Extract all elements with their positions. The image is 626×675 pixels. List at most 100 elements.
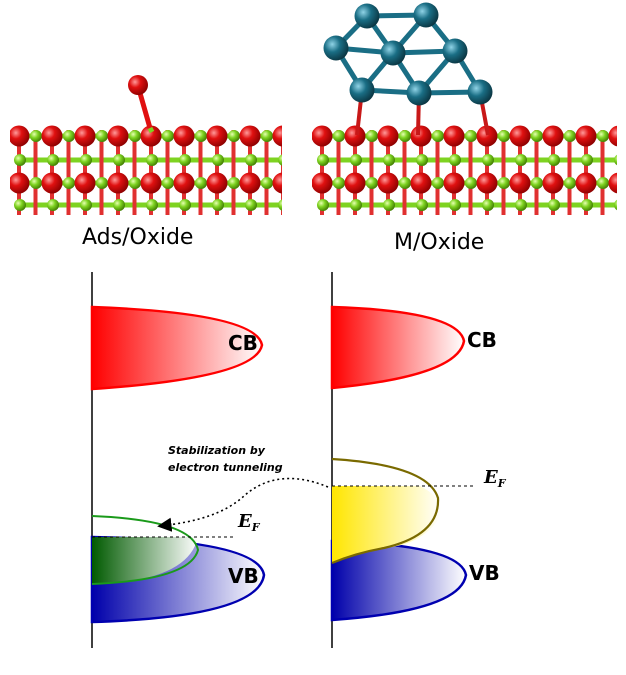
cation-atom [432, 177, 444, 189]
metal-atom [413, 2, 439, 28]
cation-atom [581, 154, 593, 166]
cation-atom [449, 199, 461, 211]
cation-atom [261, 130, 273, 142]
cation-atom [597, 177, 609, 189]
cation-atom [482, 154, 494, 166]
oxygen-atom [608, 172, 617, 194]
cation-atom [498, 177, 510, 189]
oxygen-atom [272, 172, 282, 194]
oxygen-atom [575, 172, 597, 194]
oxygen-atom [443, 125, 465, 147]
left-cb-label: CB [228, 331, 258, 355]
cation-atom [548, 154, 560, 166]
oxygen-atom [542, 172, 564, 194]
cation-atom [96, 177, 108, 189]
metal-atom [442, 38, 468, 64]
cation-atom [80, 154, 92, 166]
cation-atom [383, 199, 395, 211]
cation-atom [317, 154, 329, 166]
adsorbate-state-envelope [91, 515, 200, 585]
oxygen-atom [173, 172, 195, 194]
cation-atom [531, 177, 543, 189]
cation-atom [228, 130, 240, 142]
cation-atom [14, 154, 26, 166]
right-cb-label: CB [467, 328, 497, 352]
cation-atom [432, 130, 444, 142]
cation-atom [515, 154, 527, 166]
ads-oxide-caption: Ads/Oxide [82, 225, 194, 250]
cation-atom [515, 199, 527, 211]
cation-atom [294, 130, 306, 142]
oxygen-atom [74, 172, 96, 194]
metal-cluster [323, 2, 493, 136]
cation-atom [63, 177, 75, 189]
cation-atom [548, 199, 560, 211]
cation-atom [366, 177, 378, 189]
cation-atom [80, 199, 92, 211]
ads-oxide-structure [10, 125, 306, 215]
cation-atom [245, 199, 257, 211]
cation-atom [498, 130, 510, 142]
oxygen-atom [509, 125, 531, 147]
right-fermi-label: EF [483, 467, 507, 490]
adsorbate-oxygen-atom [128, 75, 148, 95]
left-fermi-label: EF [237, 511, 261, 534]
cation-atom [383, 154, 395, 166]
oxygen-atom [173, 125, 195, 147]
oxygen-atom [312, 125, 333, 147]
oxygen-atom [410, 125, 432, 147]
m-oxide-caption: M/Oxide [394, 230, 485, 255]
cation-atom [399, 130, 411, 142]
cation-atom [212, 154, 224, 166]
cation-atom [278, 154, 282, 166]
oxygen-atom [74, 125, 96, 147]
oxygen-atom [377, 125, 399, 147]
cation-atom [63, 130, 75, 142]
cation-atom [179, 154, 191, 166]
oxygen-atom [272, 125, 282, 147]
cation-atom [30, 130, 42, 142]
cation-atom [564, 130, 576, 142]
oxide-bonds-right [320, 130, 617, 215]
oxygen-atom [542, 125, 564, 147]
metal-atom [323, 35, 349, 61]
oxygen-atom [344, 172, 366, 194]
cation-atom [47, 154, 59, 166]
cation-atom [333, 130, 345, 142]
cation-atom [30, 177, 42, 189]
oxygen-atom [312, 172, 333, 194]
oxygen-atom [575, 125, 597, 147]
metal-atom [380, 40, 406, 66]
oxygen-atom [476, 125, 498, 147]
right-conduction-band [330, 305, 466, 390]
oxygen-atom [377, 172, 399, 194]
oxygen-atom [140, 125, 162, 147]
right-valence-band [330, 539, 468, 622]
adsorbate-molecule [128, 75, 155, 134]
cation-atom [465, 177, 477, 189]
cation-atom [366, 130, 378, 142]
oxygen-atom [239, 125, 261, 147]
cation-atom [465, 130, 477, 142]
cation-atom [350, 154, 362, 166]
metal-states-envelope [331, 457, 440, 565]
oxygen-atom [140, 172, 162, 194]
cation-atom [261, 177, 273, 189]
cation-atom [531, 130, 543, 142]
cation-atom [113, 154, 125, 166]
oxygen-atom [344, 125, 366, 147]
cation-atom [212, 199, 224, 211]
oxide-atoms-left [10, 125, 306, 211]
cation-atom [129, 130, 141, 142]
m-oxide-structure [312, 125, 617, 215]
oxygen-atom [41, 125, 63, 147]
right-vb-label: VB [469, 561, 500, 585]
left-vb-label: VB [228, 564, 259, 588]
cation-atom [350, 199, 362, 211]
cation-atom [449, 154, 461, 166]
oxygen-atom [443, 172, 465, 194]
cation-atom [245, 154, 257, 166]
metal-atom [406, 80, 432, 106]
oxygen-atom [107, 125, 129, 147]
